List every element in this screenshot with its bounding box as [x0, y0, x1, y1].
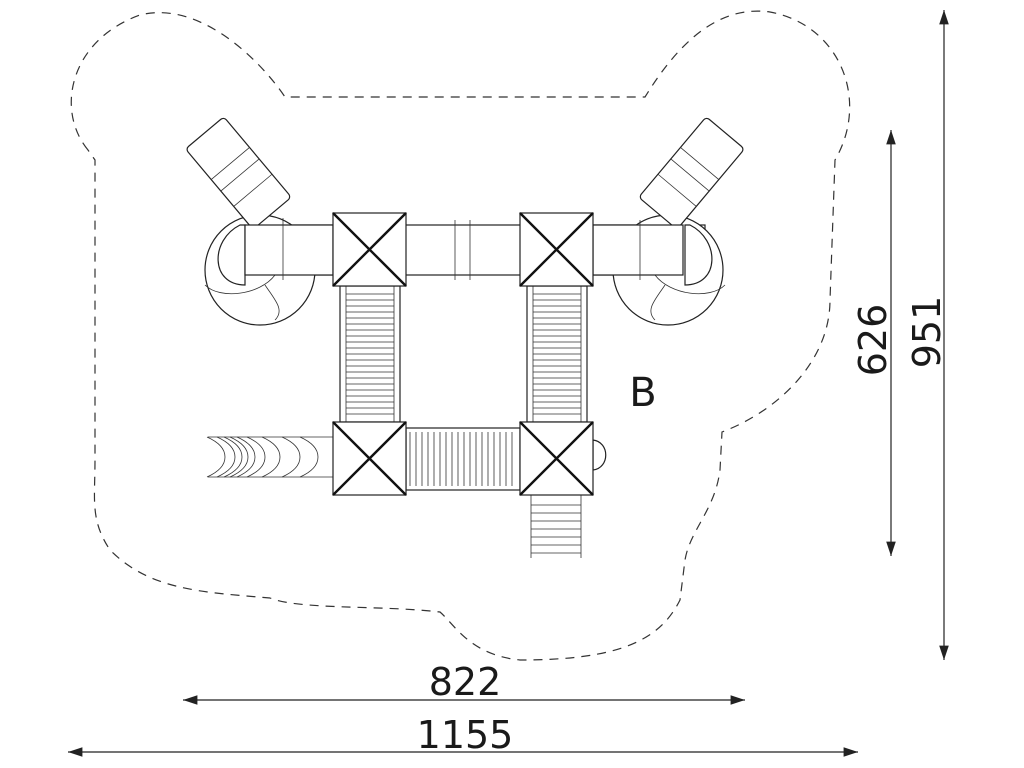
- climbing-bridge: [339, 285, 401, 423]
- tower-platform: [332, 421, 407, 496]
- dimension-label-951: 951: [905, 296, 949, 369]
- tower-platform: [332, 212, 407, 287]
- slide-wave: [206, 436, 226, 478]
- dimension-label-822: 822: [429, 660, 502, 704]
- slide-wave: [299, 436, 319, 478]
- tower-platform: [519, 212, 594, 287]
- dome-panel: [592, 439, 607, 471]
- tower-platform: [519, 421, 594, 496]
- left-spiral-slide: [186, 117, 316, 326]
- climbing-bridge: [526, 285, 588, 423]
- slide-wave: [261, 436, 281, 478]
- safety-zone-boundary: [70, 10, 851, 661]
- left-wave-slide: [206, 436, 333, 478]
- dimension-label-1155: 1155: [417, 713, 514, 757]
- slide-wave: [229, 436, 249, 478]
- play-structure: [186, 117, 744, 558]
- zone-label: B: [629, 370, 656, 416]
- slide-wave: [236, 436, 256, 478]
- slide-wave: [223, 436, 243, 478]
- right-spiral-slide: [612, 117, 744, 326]
- slide-wave: [281, 436, 301, 478]
- vertical-bridges: [339, 285, 588, 423]
- bottom-bridge: [405, 427, 521, 491]
- slide-wave: [216, 436, 236, 478]
- slide-wave: [246, 436, 266, 478]
- dimension-label-626: 626: [851, 304, 895, 377]
- bottom-ladder: [530, 495, 582, 558]
